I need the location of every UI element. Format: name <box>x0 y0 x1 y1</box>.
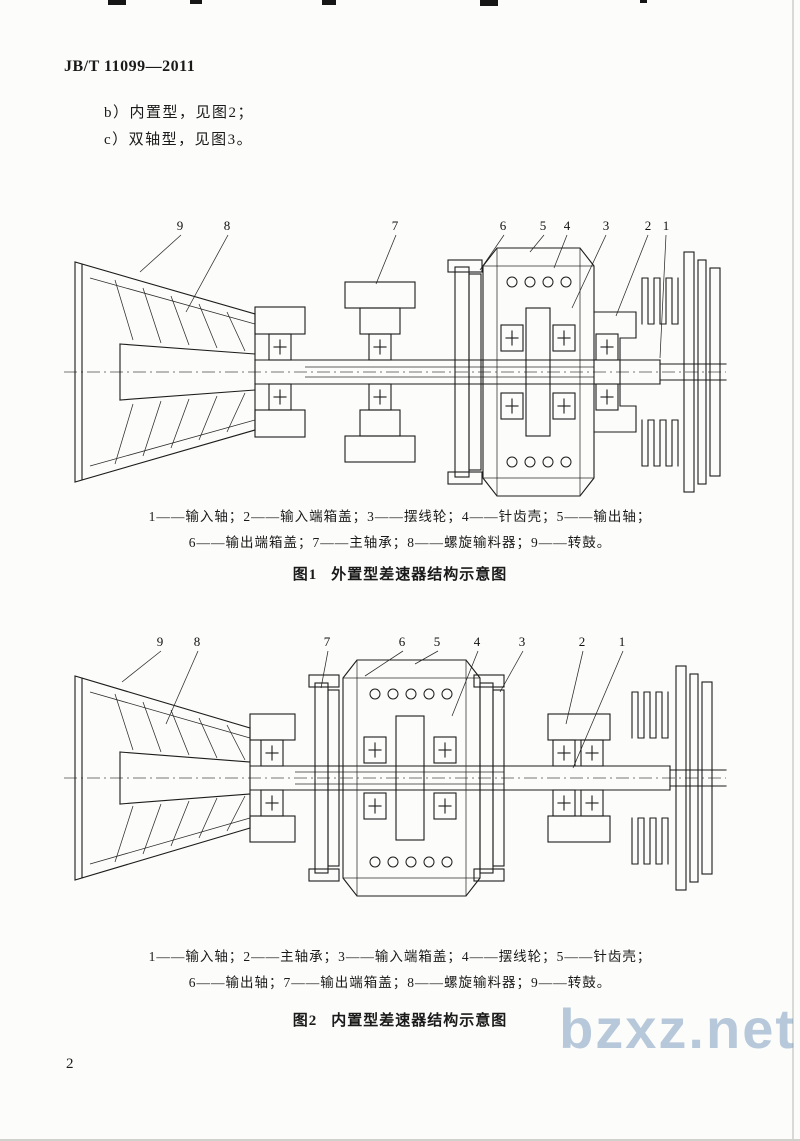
figure1-spiral-feeder <box>114 279 256 465</box>
callout-8: 8 <box>224 218 231 233</box>
scan-artifact <box>108 0 126 5</box>
figure2-caption-label: 图2 <box>292 1013 318 1029</box>
figure2-input-end-cover <box>473 674 505 882</box>
callout-5: 5 <box>434 634 441 649</box>
callout-5: 5 <box>540 218 547 233</box>
figure2-drawing: 9 8 7 6 5 4 3 2 1 <box>64 634 727 897</box>
figure2-caption-title: 内置型差速器结构示意图 <box>331 1013 508 1029</box>
figure1-drawing: 9 8 7 6 5 4 3 2 1 <box>64 218 727 497</box>
figure1-legend-line2: 6——输出端箱盖；7——主轴承；8——螺旋输料器；9——转鼓。 <box>188 535 612 550</box>
callout-9: 9 <box>157 634 164 649</box>
figure2-pulley <box>675 665 713 891</box>
list-item-c: c）双轴型，见图3。 <box>104 132 254 148</box>
figure1-caption-title: 外置型差速器结构示意图 <box>331 567 508 583</box>
scan-artifact <box>640 0 647 3</box>
figure2-callouts: 9 8 7 6 5 4 3 2 1 <box>121 634 626 769</box>
figure2-legend-line1: 1——输入轴；2——主轴承；3——输入端箱盖；4——摆线轮；5——针齿壳； <box>148 949 652 964</box>
page-number: 2 <box>66 1056 74 1072</box>
callout-1: 1 <box>663 218 670 233</box>
callout-2: 2 <box>645 218 652 233</box>
figure1-gear-housing <box>482 247 595 497</box>
figure1-caption-label: 图1 <box>292 567 318 583</box>
scan-artifact <box>322 0 336 5</box>
scan-artifact <box>190 0 202 4</box>
figure1-bellows-coupling <box>641 277 679 467</box>
figure2-legend-line2: 6——输出轴；7——输出端箱盖；8——螺旋输料器；9——转鼓。 <box>188 975 612 990</box>
figure2-spiral-feeder <box>114 693 251 863</box>
callout-2: 2 <box>579 634 586 649</box>
callout-3: 3 <box>519 634 526 649</box>
figure1-drum-flange <box>254 306 306 438</box>
figure2-gear-housing <box>342 659 481 897</box>
callout-3: 3 <box>603 218 610 233</box>
callout-1: 1 <box>619 634 626 649</box>
callout-6: 6 <box>500 218 507 233</box>
callout-7: 7 <box>324 634 331 649</box>
watermark: bzxz.net <box>559 997 796 1060</box>
figure2-drum-flange <box>249 713 296 843</box>
figure2-main-bearing <box>547 713 611 843</box>
figure1-pulley <box>683 251 721 493</box>
figure1-legend-line1: 1——输入轴；2——输入端箱盖；3——摆线轮；4——针齿壳；5——输出轴； <box>148 509 652 524</box>
figure1-caption: 图1 外置型差速器结构示意图 <box>0 563 800 584</box>
figure1-callouts: 9 8 7 6 5 4 3 2 1 <box>139 218 670 359</box>
figure2-bellows-coupling <box>631 691 669 865</box>
callout-6: 6 <box>399 634 406 649</box>
figure1-main-bearing <box>344 281 416 463</box>
callout-4: 4 <box>564 218 571 233</box>
figure2-output-end-cover <box>308 674 340 882</box>
scan-edge-right <box>792 0 794 1141</box>
figure1-output-end-cover <box>447 259 483 485</box>
figure2-caption: 图2 内置型差速器结构示意图 <box>0 1009 800 1030</box>
list-item-b: b）内置型，见图2； <box>104 105 255 121</box>
callout-4: 4 <box>474 634 481 649</box>
callout-9: 9 <box>177 218 184 233</box>
figure1-input-end-cover <box>593 311 637 433</box>
scan-edge-bottom <box>0 1139 800 1141</box>
callout-8: 8 <box>194 634 201 649</box>
standard-number: JB/T 11099—2011 <box>64 58 196 75</box>
figure1-shaft <box>254 359 727 385</box>
scan-artifact <box>480 0 498 6</box>
callout-7: 7 <box>392 218 399 233</box>
